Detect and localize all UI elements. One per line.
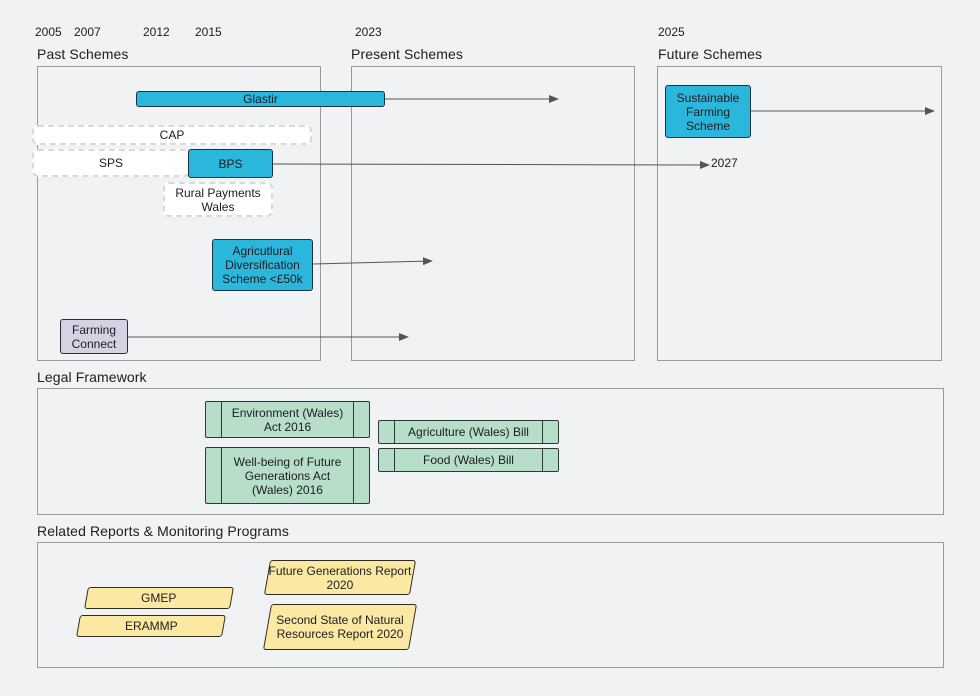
bps-arrow (271, 160, 710, 169)
bps-label: BPS (218, 156, 243, 171)
legal-framework-title: Legal Framework (37, 369, 147, 385)
sustainable-farming-node: Sustainable Farming Scheme (665, 85, 751, 138)
cap-node: CAP (32, 125, 312, 145)
bps-node: BPS (188, 149, 273, 178)
diversification-arrow (312, 257, 433, 266)
environment-act-label: Environment (Wales) Act 2016 (231, 405, 344, 434)
rural-payments-wales-label: Rural Payments Wales (175, 185, 261, 214)
diversification-node: Agricutlural Diversification Scheme <£50… (212, 239, 313, 291)
past-schemes-title: Past Schemes (37, 46, 129, 62)
agriculture-bill-label: Agriculture (Wales) Bill (408, 425, 529, 439)
present-schemes-panel (351, 66, 635, 361)
erammp-label: ERAMMP (124, 619, 178, 633)
erammp-node: ERAMMP (76, 615, 226, 637)
wellbeing-act-node: Well-being of Future Generations Act (Wa… (205, 447, 370, 504)
year-label-2025: 2025 (658, 25, 685, 39)
natural-resources-report-node: Second State of Natural Resources Report… (262, 604, 418, 650)
farming-connect-label: Farming Connect (71, 322, 117, 351)
diversification-label: Agricutlural Diversification Scheme <£50… (222, 244, 303, 286)
year-label-2015: 2015 (195, 25, 222, 39)
glastir-label: Glastir (243, 92, 278, 106)
sustainable-farming-label: Sustainable Farming Scheme (676, 90, 740, 133)
food-bill-label: Food (Wales) Bill (423, 453, 514, 467)
future-generations-report-label: Future Generations Report 2020 (268, 563, 412, 592)
year-label-2007: 2007 (74, 25, 101, 39)
year-label-2023: 2023 (355, 25, 382, 39)
reports-title: Related Reports & Monitoring Programs (37, 523, 289, 539)
farming-connect-node: Farming Connect (60, 319, 128, 354)
cap-label: CAP (159, 128, 185, 142)
rural-payments-wales-node: Rural Payments Wales (163, 182, 273, 217)
year-label-2005: 2005 (35, 25, 62, 39)
glastir-node: Glastir (136, 91, 385, 107)
future-generations-report-node: Future Generations Report 2020 (263, 560, 417, 595)
present-schemes-title: Present Schemes (351, 46, 463, 62)
natural-resources-report-label: Second State of Natural Resources Report… (276, 613, 404, 641)
sps-label: SPS (98, 156, 123, 170)
gmep-node: GMEP (84, 587, 234, 609)
food-bill-node: Food (Wales) Bill (378, 448, 559, 472)
sps-node: SPS (32, 149, 190, 177)
gmep-label: GMEP (141, 591, 177, 605)
environment-act-node: Environment (Wales) Act 2016 (205, 401, 370, 438)
agriculture-bill-node: Agriculture (Wales) Bill (378, 420, 559, 444)
wellbeing-act-label: Well-being of Future Generations Act (Wa… (233, 454, 342, 497)
future-schemes-title: Future Schemes (658, 46, 763, 62)
bps-end-year-label: 2027 (711, 156, 738, 170)
year-label-2012: 2012 (143, 25, 170, 39)
